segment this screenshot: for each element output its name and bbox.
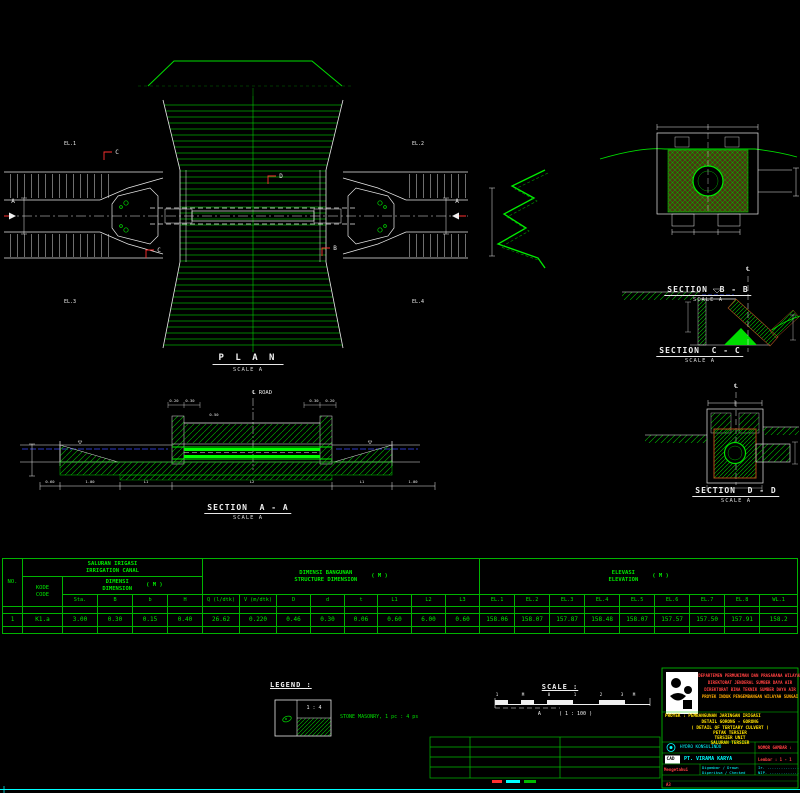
sign-right-line: NIP. ................ (758, 770, 800, 775)
title-block-frame (661, 667, 799, 789)
legend-title: LEGEND : (270, 681, 312, 689)
col-header: EL.2 (514, 594, 551, 607)
col-header: V (m/dtk) (239, 594, 277, 607)
plan-title: P L A N (212, 353, 284, 365)
drawing-title-line: SALURAN TERSIER (710, 741, 750, 746)
col-header: EL.3 (549, 594, 586, 607)
sign-right-line: Ir. .................. (758, 765, 800, 770)
col-header: H (167, 594, 203, 607)
section-d-d-drawing (645, 392, 799, 491)
dept-line: PROYEK INDUK PENGEMBANGAN WILAYAH SUNGAI (701, 694, 799, 699)
col-header: L1 (377, 594, 412, 607)
section-d-title: SECTION D - D (692, 486, 780, 497)
plan-view (4, 96, 468, 352)
section-c-scale: SCALE A (684, 358, 716, 364)
approval-grid (429, 736, 661, 779)
section-b-title: SECTION B - B (664, 285, 752, 296)
table-row: 1 K1.a 3.00 0.30 0.15 0.40 26.62 0.220 0… (2, 613, 799, 627)
col-header: D (276, 594, 311, 607)
section-b-b-drawing (599, 124, 799, 235)
section-c-c-drawing (622, 276, 800, 352)
col-header: Sta. (62, 594, 98, 607)
shrub-symbols (119, 200, 387, 233)
drawing-title-line: DETAIL GORONG - GORONG (701, 720, 759, 725)
cad-chip: CAD (666, 756, 675, 762)
legend-ratio: 1 : 4 (306, 705, 322, 711)
drawing-number-label: NOMOR GAMBAR : (758, 745, 792, 750)
consultant-name: HYDRO KONSULINDO (680, 744, 722, 750)
legend-symbol (274, 699, 332, 737)
plan-scale-note: SCALE A (232, 367, 264, 373)
col-header: B (97, 594, 133, 607)
scale-bar (494, 698, 651, 709)
col-header: EL.8 (724, 594, 761, 607)
section-a-scale: SCALE A (232, 515, 264, 521)
scalebar-title: SCALE : (541, 683, 579, 691)
col-header: b (132, 594, 168, 607)
col-header: L2 (411, 594, 446, 607)
section-cut-markers (4, 151, 466, 258)
dept-line: DIREKTORAT JENDERAL SUMBER DAYA AIR (707, 680, 793, 685)
sign-mid-line: Digambar / Drawn (702, 765, 739, 770)
section-c-title: SECTION C - C (656, 346, 744, 357)
col-no-header: NO. (2, 558, 23, 607)
legend-item-label: STONE MASONRY, 1 pc : 4 ps (340, 714, 419, 720)
drawing-title-line: TERSIER UNIT (714, 736, 746, 741)
col-header: L3 (444, 594, 481, 607)
section-b-scale: SCALE A (692, 297, 724, 303)
sheet-number: Lembar : 1 - 1 (758, 757, 792, 762)
sheet-size: A3 (666, 782, 671, 787)
drawing-title-line: ( DETAIL OF TERTIARY CULVERT ) (691, 726, 769, 731)
col-header: Q (l/dtk) (202, 594, 240, 607)
section-a-title: SECTION A - A (204, 503, 292, 514)
plan-dim-lines (21, 197, 449, 235)
project-line: PROYEK : PEMBANGUNAN JARINGAN IRIGASI (665, 714, 761, 719)
col-header: t (344, 594, 378, 607)
col-header: WL.1 (759, 594, 799, 607)
embankment-profile (138, 60, 352, 96)
section-d-scale: SCALE A (720, 498, 752, 504)
dept-line: DEPARTEMEN PERMUKIMAN DAN PRASARANA WILA… (698, 673, 800, 678)
col-header: EL.1 (479, 594, 516, 607)
col-header: EL.4 (584, 594, 621, 607)
company-name: PT. VIRAMA KARYA (684, 756, 733, 762)
col-header: EL.5 (619, 594, 656, 607)
col-header: EL.6 (654, 594, 691, 607)
dept-line: DIREKTORAT BINA TEKNIK SUMBER DAYA AIR (704, 687, 796, 692)
canal-cross-section-glyph (489, 169, 549, 269)
sheet-border (0, 780, 800, 793)
drawing-title-line: PETAK TERSIER (713, 731, 747, 736)
section-a-a-drawing (20, 398, 436, 490)
sign-label: Mengetahui (664, 767, 689, 772)
col-header: d (310, 594, 345, 607)
scalebar-caption: A ( 1 : 100 ) (537, 711, 593, 717)
sign-mid-line: Diperiksa / Checked (702, 770, 746, 775)
col-header: EL.7 (689, 594, 726, 607)
